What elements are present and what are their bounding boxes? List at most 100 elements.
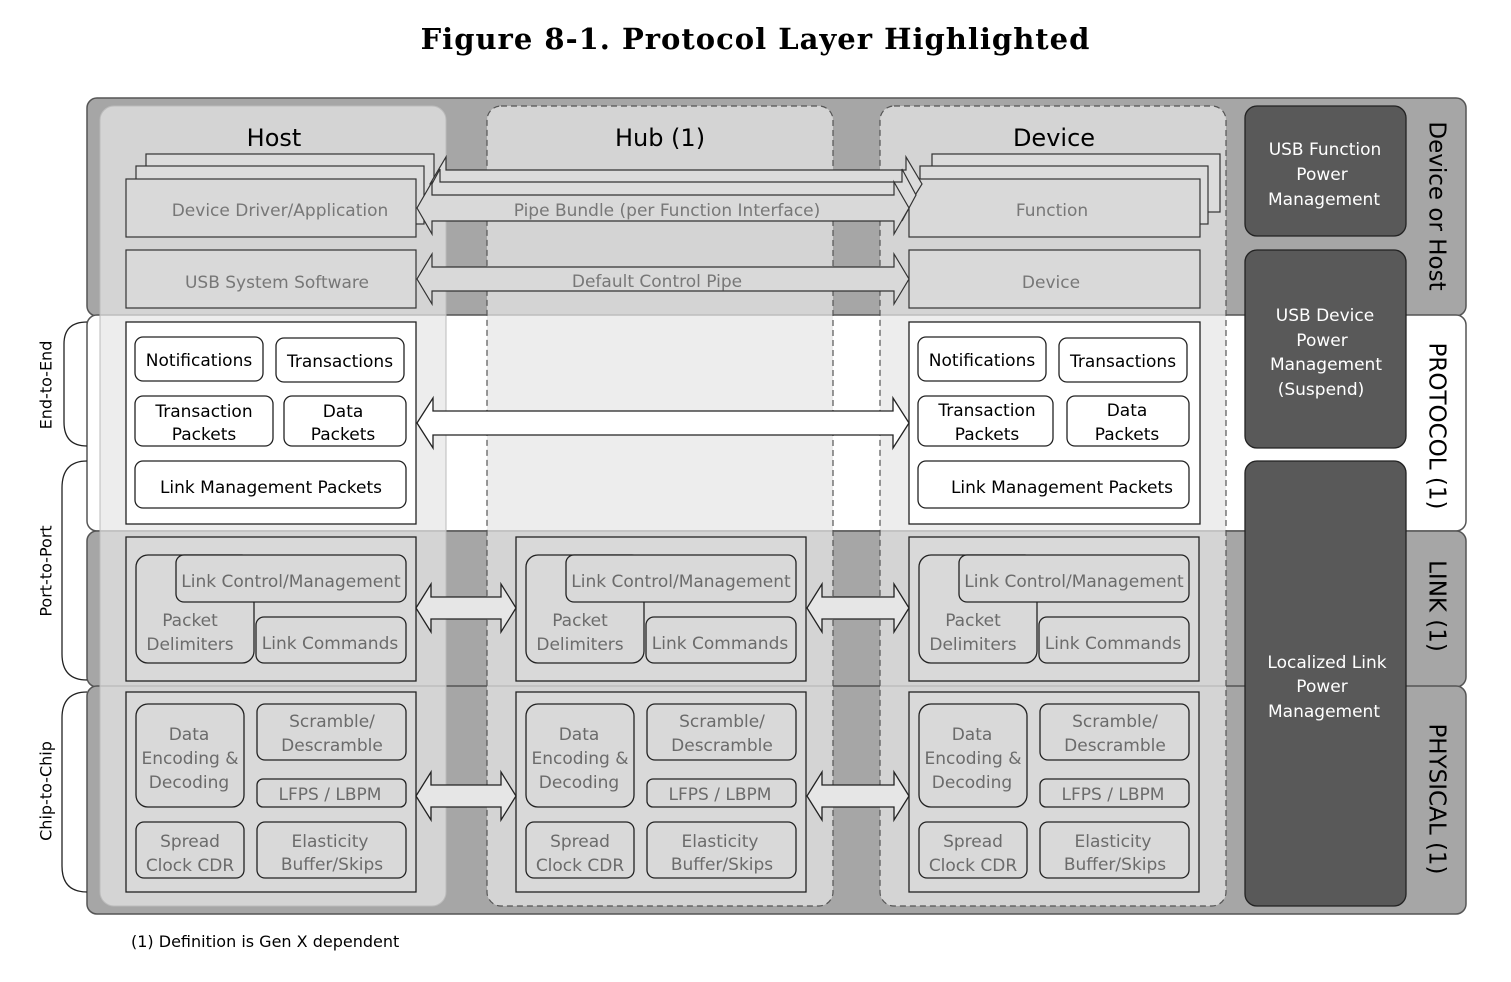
host-data-packets: [283, 395, 407, 447]
device-spread-line1: Spread: [943, 832, 1003, 852]
layer-label-link: LINK (1): [1424, 560, 1450, 652]
device-scramble: [1039, 703, 1190, 761]
host-elasticity-line1: Elasticity: [292, 832, 369, 852]
device-data-packets: [1066, 395, 1190, 447]
svg-text:Management: Management: [1268, 702, 1380, 722]
svg-text:Transactions: Transactions: [1069, 352, 1176, 372]
usb-device-pm-box: [1244, 249, 1407, 449]
host-encoding-line1: Data: [169, 725, 210, 745]
device-scramble-line1: Scramble/: [1072, 712, 1158, 732]
hub-scramble-line1: Scramble/: [679, 712, 765, 732]
footnote: (1) Definition is Gen X dependent: [131, 932, 400, 951]
default-control-pipe-label: Default Control Pipe: [572, 272, 742, 292]
hub-scramble-line2: Descramble: [671, 736, 773, 756]
host-data-encoding: [135, 703, 245, 808]
device-data-encoding: [918, 703, 1028, 808]
svg-text:Power: Power: [1296, 677, 1347, 697]
device-link-commands-label: Link Commands: [1045, 634, 1182, 654]
host-elasticity-line2: Buffer/Skips: [281, 855, 383, 875]
link-arrow-hub-device: [806, 581, 910, 635]
svg-text:Link Management Packets: Link Management Packets: [160, 478, 382, 498]
device-elasticity-line2: Buffer/Skips: [1064, 855, 1166, 875]
svg-text:Packets: Packets: [172, 425, 237, 445]
host-elasticity: [256, 821, 407, 879]
svg-text:Transaction: Transaction: [154, 402, 252, 422]
host-driver-stack: Device Driver/Application: [125, 153, 435, 238]
layer-label-protocol: PROTOCOL (1): [1424, 343, 1450, 510]
hub-data-encoding: [525, 703, 635, 808]
host-packet-label: Packet: [162, 611, 218, 631]
hub-link-commands: [645, 616, 797, 664]
hub-link-commands-label: Link Commands: [652, 634, 789, 654]
host-scramble-line2: Descramble: [281, 736, 383, 756]
hub-link-control-label: Link Control/Management: [571, 572, 791, 592]
device-header: Device: [1013, 124, 1095, 152]
scope-label-end-to-end: End-to-End: [37, 341, 56, 430]
device-protocol: Notifications Transactions Transaction P…: [908, 321, 1201, 525]
device-lfps: [1039, 778, 1190, 808]
device-driver-label: Device Driver/Application: [172, 201, 389, 221]
host-spread-line2: Clock CDR: [146, 856, 235, 876]
hub-spread-clock: [525, 821, 635, 879]
layer-label-device-or-host: Device or Host: [1424, 121, 1450, 290]
svg-text:Transaction: Transaction: [937, 401, 1035, 421]
hub-encoding-line3: Decoding: [539, 773, 619, 793]
hub-encoding-line1: Data: [559, 725, 600, 745]
svg-text:Power: Power: [1296, 165, 1347, 185]
host-protocol: Notifications Transactions Transaction P…: [125, 321, 417, 525]
device-encoding-line3: Decoding: [932, 773, 1012, 793]
host-link-control-label: Link Control/Management: [181, 572, 401, 592]
svg-text:USB Function: USB Function: [1269, 140, 1382, 160]
usb-system-software-label: USB System Software: [185, 273, 369, 293]
host-notifications: [134, 336, 264, 382]
figure-title: Figure 8-1. Protocol Layer Highlighted: [420, 22, 1091, 56]
pipe-bundle-label: Pipe Bundle (per Function Interface): [514, 201, 821, 221]
hub-lfps-label: LFPS / LBPM: [669, 785, 772, 805]
chip-to-chip-bracket: [61, 691, 88, 893]
host-scramble: [256, 703, 407, 761]
hub-scramble: [646, 703, 797, 761]
host-lfps-label: LFPS / LBPM: [279, 785, 382, 805]
device-encoding-line2: Encoding &: [924, 749, 1021, 769]
host-delimiters-label: Delimiters: [146, 635, 233, 655]
svg-text:Link Management Packets: Link Management Packets: [951, 478, 1173, 498]
scope-label-chip-to-chip: Chip-to-Chip: [37, 741, 56, 841]
host-transaction-packets: [134, 395, 274, 447]
svg-text:Data: Data: [323, 402, 364, 422]
device-elasticity-line1: Elasticity: [1075, 832, 1152, 852]
layer-label-physical: PHYSICAL (1): [1424, 723, 1450, 874]
power-management: USB Function Power Management USB Device…: [1244, 105, 1407, 907]
localized-link-pm-box: [1244, 460, 1407, 907]
host-encoding-line2: Encoding &: [141, 749, 238, 769]
svg-text:Power: Power: [1296, 331, 1347, 351]
host-link-commands-label: Link Commands: [262, 634, 399, 654]
usb-function-pm-box: [1244, 105, 1407, 237]
svg-text:Transactions: Transactions: [286, 352, 393, 372]
physical-arrow-hub-device: [806, 769, 910, 823]
device-scramble-line2: Descramble: [1064, 736, 1166, 756]
hub-elasticity: [646, 821, 797, 879]
hub-encoding-line2: Encoding &: [531, 749, 628, 769]
svg-text:Notifications: Notifications: [929, 351, 1036, 371]
svg-text:Packets: Packets: [1095, 425, 1160, 445]
device-elasticity: [1039, 821, 1190, 879]
host-transactions: [275, 337, 405, 383]
device-function-stack: Function: [908, 153, 1221, 238]
function-box: [908, 178, 1201, 238]
device-packet-label: Packet: [945, 611, 1001, 631]
usb-system-software-box: [125, 249, 417, 309]
host-encoding-line3: Decoding: [149, 773, 229, 793]
svg-text:Management: Management: [1268, 190, 1380, 210]
device-link-control: [958, 554, 1190, 603]
hub-lfps: [646, 778, 797, 808]
pipe-bundle-arrows: [416, 154, 923, 237]
hub-elasticity-line2: Buffer/Skips: [671, 855, 773, 875]
device-notifications: [917, 336, 1047, 382]
host-lfps: [256, 778, 407, 808]
